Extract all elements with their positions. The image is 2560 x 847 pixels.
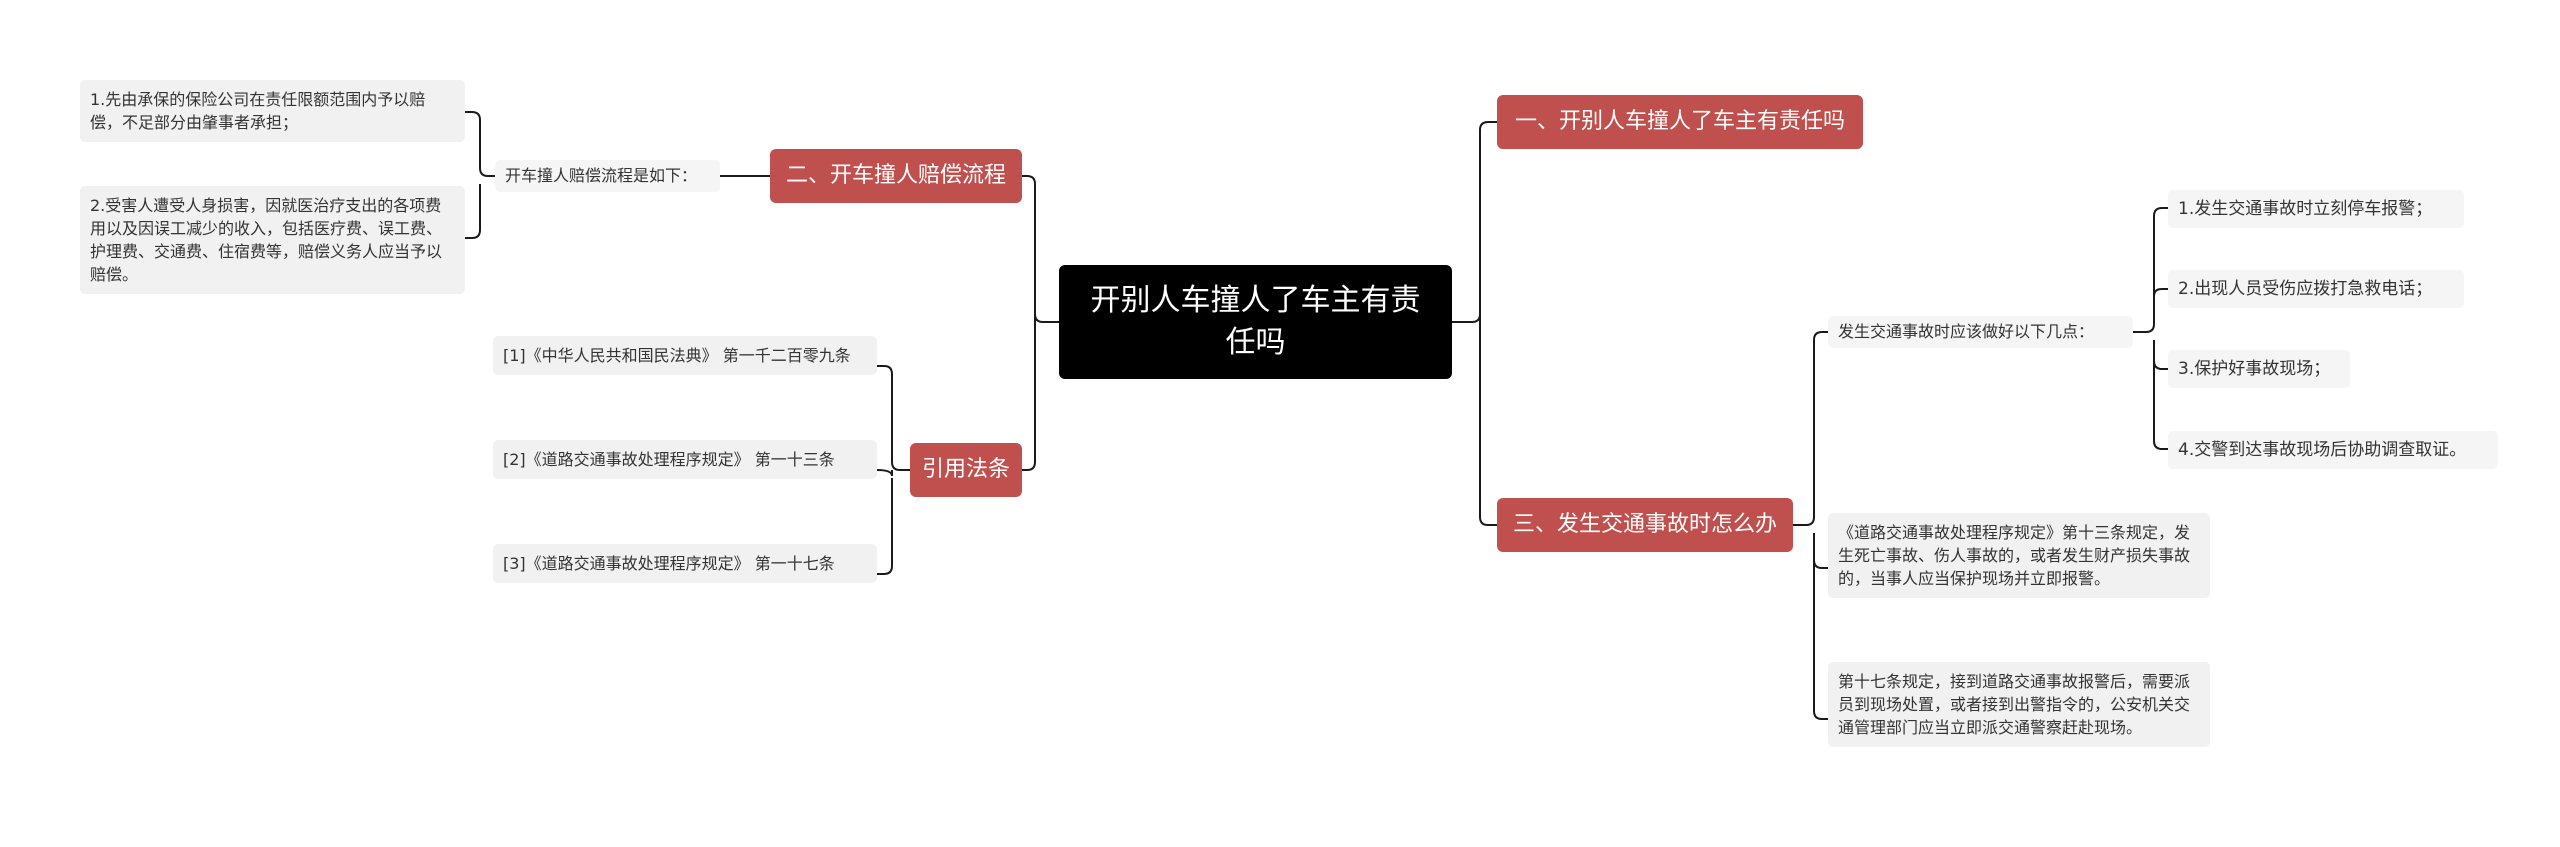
link-root-b3	[1479, 314, 1497, 526]
law-reference-2[interactable]: [2]《道路交通事故处理程序规定》 第一十三条	[493, 440, 877, 479]
compensation-item-1[interactable]: 1.先由承保的保险公司在责任限额范围内予以赔偿，不足部分由肇事者承担；	[80, 80, 465, 142]
compensation-process-intro[interactable]: 开车撞人赔偿流程是如下：	[495, 160, 720, 192]
accident-step-1[interactable]: 1.发生交通事故时立刻停车报警；	[2168, 190, 2464, 228]
branch-owner-liability[interactable]: 一、开别人车撞人了车主有责任吗	[1497, 95, 1863, 149]
accident-steps-intro[interactable]: 发生交通事故时应该做好以下几点：	[1828, 316, 2133, 348]
regulation-note-article-17[interactable]: 第十七条规定，接到道路交通事故报警后，需要派员到现场处置，或者接到出警指令的，公…	[1828, 662, 2210, 747]
link-b4-refs	[876, 365, 910, 575]
branch-cited-laws[interactable]: 引用法条	[910, 443, 1022, 497]
link-b2-items	[465, 111, 495, 239]
accident-step-3[interactable]: 3.保护好事故现场；	[2168, 350, 2350, 388]
link-b3-children	[1793, 331, 1828, 720]
link-root-b4	[1022, 314, 1036, 471]
link-root-b1	[1452, 121, 1497, 323]
law-reference-3[interactable]: [3]《道路交通事故处理程序规定》 第一十七条	[493, 544, 877, 583]
regulation-note-article-13[interactable]: 《道路交通事故处理程序规定》第十三条规定，发生死亡事故、伤人事故的，或者发生财产…	[1828, 513, 2210, 598]
accident-step-4[interactable]: 4.交警到达事故现场后协助调查取证。	[2168, 431, 2498, 469]
accident-step-2[interactable]: 2.出现人员受伤应拨打急救电话；	[2168, 270, 2464, 308]
branch-compensation-process[interactable]: 二、开车撞人赔偿流程	[770, 149, 1022, 203]
compensation-item-2[interactable]: 2.受害人遭受人身损害，因就医治疗支出的各项费用以及因误工减少的收入，包括医疗费…	[80, 186, 465, 294]
link-b3-steps	[2133, 207, 2168, 450]
link-root-b2	[1022, 175, 1059, 323]
law-reference-1[interactable]: [1]《中华人民共和国民法典》 第一千二百零九条	[493, 336, 877, 375]
branch-accident-response[interactable]: 三、发生交通事故时怎么办	[1497, 498, 1793, 552]
root-topic[interactable]: 开别人车撞人了车主有责任吗	[1059, 265, 1452, 379]
